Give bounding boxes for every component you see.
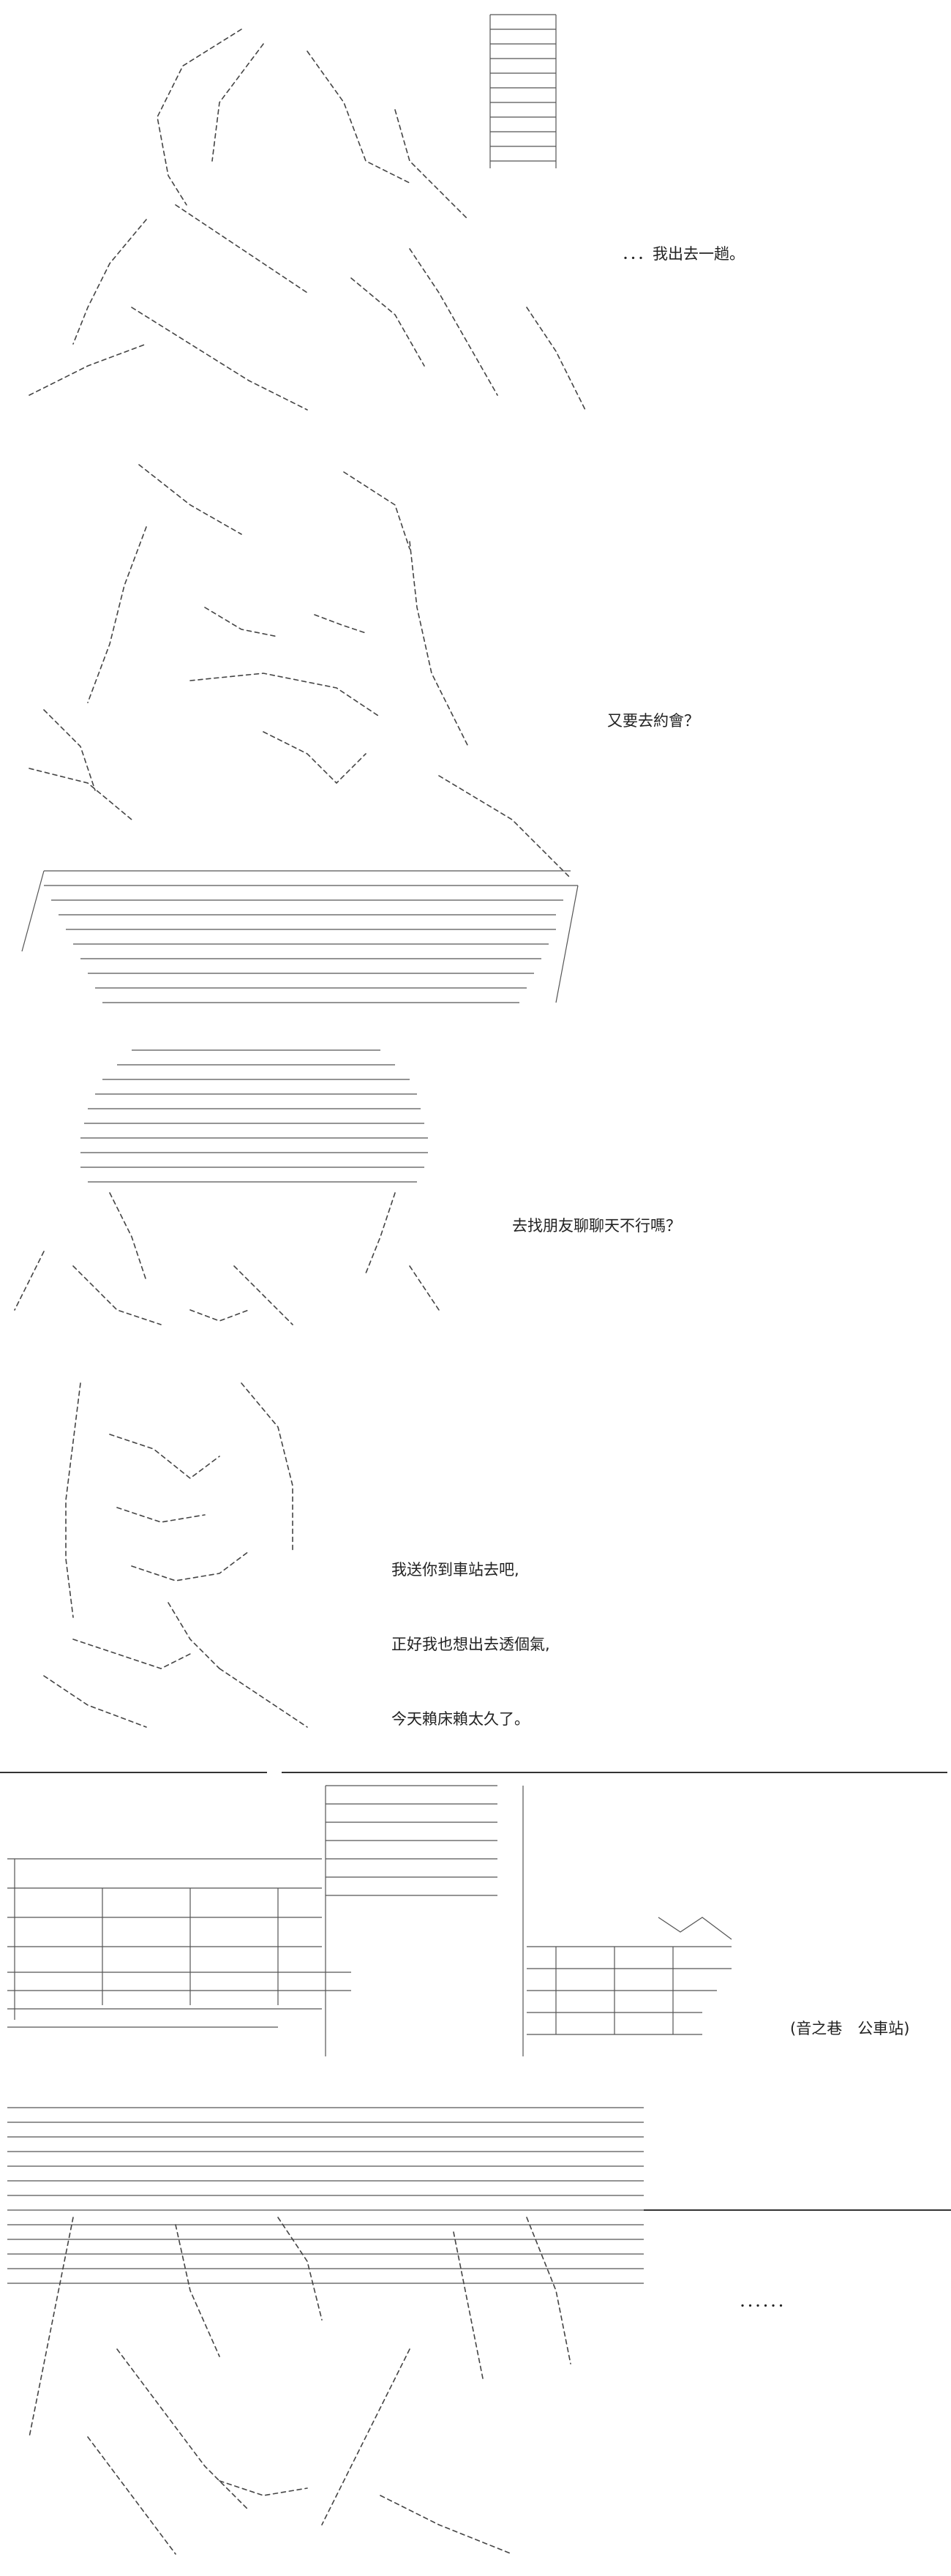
panel-4-dialogue: 我送你到車站去吧, 正好我也想出去透個氣, 今天賴床賴太久了。: [391, 1508, 550, 1781]
dialogue-line: ．．．．．．: [739, 2293, 793, 2310]
dialogue-line: 我送你到車站去吧,: [391, 1561, 519, 1579]
panel-3: 去找朋友聊聊天不行嗎？: [0, 1032, 951, 1339]
panel-5: (音之巷 公車站) ．．．．．．: [0, 1778, 951, 2576]
panel-5-ascii-art: [0, 1778, 951, 2576]
panel-3-ascii-art: [0, 1032, 454, 1339]
panel-5-dialogue: ．．．．．．: [739, 2239, 793, 2364]
dialogue-line: 正好我也想出去透個氣,: [391, 1636, 550, 1653]
panel-1-dialogue: ．．．我出去一趟。: [622, 192, 745, 316]
panel-2-dialogue: 又要去約會？: [607, 659, 699, 783]
panel-1: ．．．我出去一趟。: [0, 0, 951, 432]
panel-4-ascii-art: [0, 1361, 337, 1749]
location-caption: (音之巷 公車站): [790, 1966, 909, 2091]
panel-2-ascii-art: [0, 439, 600, 1025]
panel-2: 又要去約會？: [0, 439, 951, 1025]
dialogue-line: ．．．我出去一趟。: [622, 245, 745, 263]
dialogue-line: 去找朋友聊聊天不行嗎？: [512, 1217, 681, 1235]
location-label: (音之巷 公車站): [790, 2020, 910, 2037]
panel-divider: [0, 1772, 267, 1773]
panel-3-dialogue: 去找朋友聊聊天不行嗎？: [512, 1164, 681, 1288]
dialogue-line: 今天賴床賴太久了。: [391, 1710, 530, 1728]
dialogue-line: 又要去約會？: [607, 712, 699, 730]
panel-4: 我送你到車站去吧, 正好我也想出去透個氣, 今天賴床賴太久了。: [0, 1361, 951, 1749]
panel-divider: [282, 1772, 947, 1773]
panel-1-ascii-art: [0, 0, 629, 432]
